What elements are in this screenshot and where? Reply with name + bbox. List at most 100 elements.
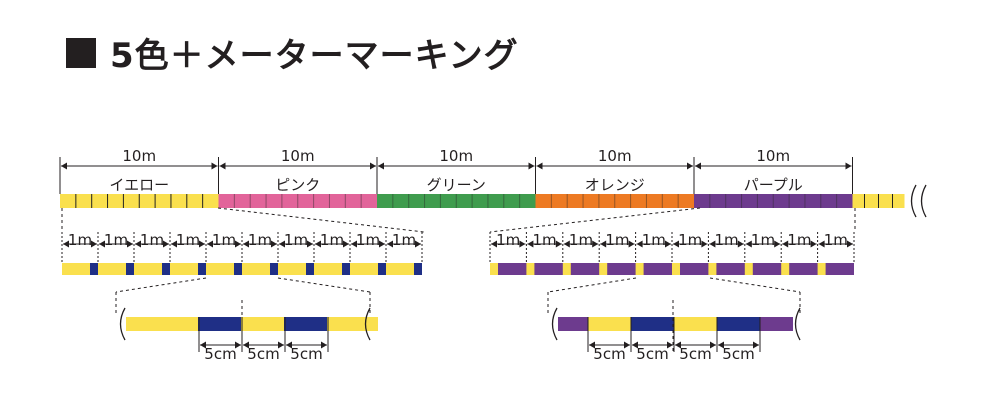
break-mark [119, 307, 126, 341]
yellow-meter-strip-meter-dimension-arrow-left [207, 240, 213, 248]
closeup-dimension-2-arrow-right [667, 341, 673, 349]
yellow-meter-strip-meter-dimension-arrow-left [351, 240, 357, 248]
segment-dimension-3-arrow-right [528, 162, 535, 170]
yellow-closeup-block-2 [198, 317, 241, 331]
purple-meter-strip-meter-dimension-arrow-left [745, 240, 752, 248]
closeup-dimension-4-arrow-right [753, 341, 759, 349]
yellow-meter-strip-meter-dimension-arrow-right [343, 240, 349, 248]
purple-closeup-block-3 [631, 317, 674, 331]
purple-meter-strip-marker [708, 263, 717, 275]
purple-meter-strip-marker [599, 263, 608, 275]
purple-meter-strip-meter-label: 1m [824, 231, 848, 249]
yellow-meter-strip-meter-label: 1m [140, 231, 164, 249]
closeup-dimension-2-arrow-right [278, 341, 284, 349]
closeup-dimension-1-arrow-left [589, 341, 595, 349]
yellow-meter-strip-marker [414, 263, 422, 275]
purple-closeup-block-6 [760, 317, 793, 331]
title-text: 5色＋メーターマーキング [110, 36, 519, 76]
yellow-meter-strip-marker [378, 263, 386, 275]
break-mark [551, 307, 558, 341]
closeup-label: 5cm [679, 345, 711, 363]
segment-color-label: ピンク [275, 176, 320, 194]
closeup-dimension-4-arrow-left [718, 341, 724, 349]
yellow-meter-strip-marker [126, 263, 134, 275]
purple-meter-strip-marker [781, 263, 790, 275]
segment-length-label: 10m [281, 147, 315, 165]
closeup-dimension-2-arrow-left [632, 341, 638, 349]
closeup-label: 5cm [636, 345, 668, 363]
yellow-meter-strip-meter-label: 1m [320, 231, 344, 249]
segment-color-label: グリーン [427, 176, 486, 194]
purple-meter-strip-meter-dimension-arrow-right [810, 240, 817, 248]
purple-meter-strip-meter-label: 1m [642, 231, 666, 249]
segment-length-label: 10m [598, 147, 632, 165]
connector [547, 277, 637, 293]
purple-meter-strip-meter-dimension-arrow-left [818, 240, 825, 248]
closeup-dimension-3-arrow-left [675, 341, 681, 349]
yellow-closeup-block-4 [284, 317, 327, 331]
segment-length-label: 10m [122, 147, 156, 165]
purple-meter-strip-meter-dimension-arrow-right [665, 240, 671, 248]
yellow-meter-strip-meter-label: 1m [248, 231, 272, 249]
closeup-dimension-3-arrow-left [286, 341, 292, 349]
connector [277, 277, 371, 293]
yellow-meter-strip-meter-label: 1m [68, 231, 92, 249]
segment-bar-4 [535, 194, 694, 208]
yellow-meter-strip-meter-dimension-arrow-right [127, 240, 133, 248]
yellow-meter-strip-marker [306, 263, 314, 275]
yellow-meter-strip-meter-dimension-arrow-left [171, 240, 177, 248]
yellow-meter-strip-meter-label: 1m [284, 231, 308, 249]
purple-meter-strip-meter-dimension-arrow-left [600, 240, 607, 248]
closeup-dimension-1-arrow-right [235, 341, 241, 349]
yellow-meter-strip-meter-dimension-arrow-right [199, 240, 205, 248]
closeup-label: 5cm [290, 345, 322, 363]
yellow-meter-strip-meter-label: 1m [212, 231, 236, 249]
purple-meter-strip-meter-label: 1m [496, 231, 520, 249]
purple-meter-strip-meter-label: 1m [751, 231, 775, 249]
segment-bar-5 [694, 194, 853, 208]
yellow-closeup-block-3 [241, 317, 284, 331]
break-mark-left [910, 184, 917, 218]
segment-length-label: 10m [756, 147, 790, 165]
purple-meter-strip-meter-dimension-arrow-left [563, 240, 570, 248]
purple-meter-strip-meter-dimension-arrow-right [555, 240, 562, 248]
segment-dimension-4-arrow-right [687, 162, 693, 170]
segment-dimension-5-arrow-left [695, 162, 701, 170]
yellow-closeup-block-5 [327, 317, 378, 331]
segment-dimension-2-arrow-left [219, 162, 226, 170]
purple-meter-strip-meter-dimension-arrow-right [592, 240, 599, 248]
yellow-meter-strip-meter-dimension-arrow-left [63, 240, 69, 248]
yellow-meter-strip-meter-dimension-arrow-right [379, 240, 385, 248]
segment-color-label: パープル [744, 176, 803, 194]
yellow-meter-strip-marker [90, 263, 98, 275]
segment-dimension-3-arrow-left [378, 162, 384, 170]
purple-meter-strip-marker [672, 263, 680, 275]
closeup-label: 5cm [593, 345, 625, 363]
closeup-label: 5cm [204, 345, 236, 363]
closeup-label: 5cm [247, 345, 279, 363]
purple-closeup-block-2 [588, 317, 631, 331]
yellow-meter-strip-marker [270, 263, 278, 275]
purple-meter-strip-marker [490, 263, 498, 275]
break-mark [794, 307, 801, 341]
yellow-meter-strip-marker [342, 263, 350, 275]
purple-meter-strip-meter-dimension-arrow-right [774, 240, 781, 248]
yellow-meter-strip-meter-label: 1m [176, 231, 200, 249]
purple-meter-strip-meter-dimension-arrow-left [491, 240, 497, 248]
yellow-meter-strip-marker [198, 263, 206, 275]
segment-dimension-5-arrow-right [845, 162, 852, 170]
purple-meter-strip-marker [526, 263, 535, 275]
yellow-meter-strip-meter-label: 1m [392, 231, 416, 249]
title-square-icon [66, 37, 96, 68]
segment-bar-3 [377, 194, 536, 208]
purple-closeup-block-1 [558, 317, 588, 331]
page-title: 5色＋メーターマーキング [66, 28, 519, 77]
purple-meter-strip-meter-label: 1m [605, 231, 629, 249]
closeup-dimension-1-arrow-right [624, 341, 630, 349]
segment-color-label: イエロー [109, 176, 169, 194]
connector [115, 277, 207, 293]
yellow-meter-strip-meter-dimension-arrow-right [307, 240, 313, 248]
yellow-meter-strip-meter-dimension-arrow-left [315, 240, 321, 248]
purple-closeup-block-4 [674, 317, 717, 331]
